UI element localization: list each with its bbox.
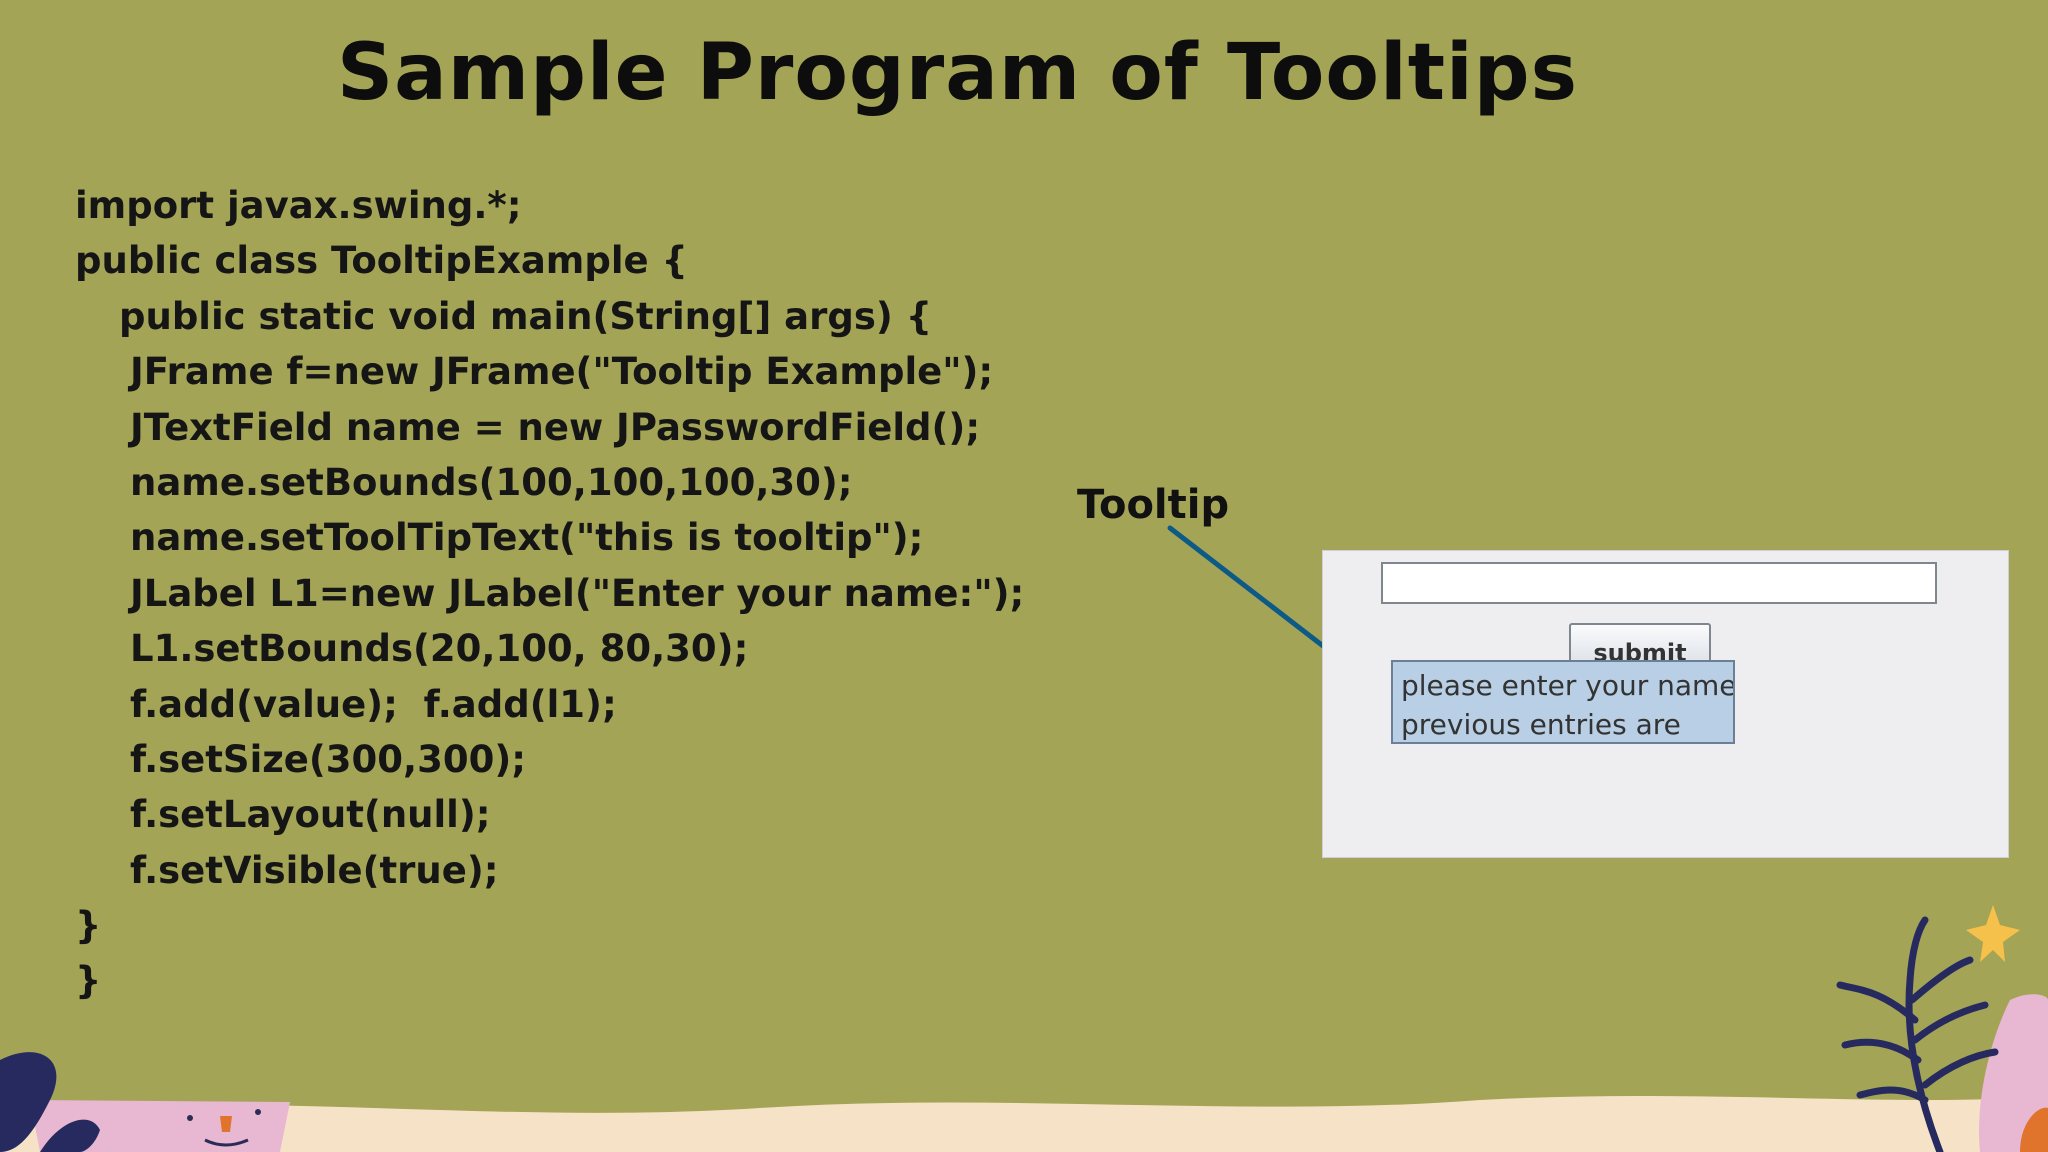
slide-title: Sample Program of Tooltips <box>336 28 1579 118</box>
swing-window-screenshot: submit please enter your name previous e… <box>1322 550 2009 858</box>
code-line: public class TooltipExample { <box>75 239 688 283</box>
code-line: L1.setBounds(20,100, 80,30); <box>130 627 749 671</box>
code-line: } <box>75 959 102 1003</box>
code-line: f.setLayout(null); <box>130 793 491 837</box>
code-line: f.add(value); f.add(l1); <box>130 682 617 726</box>
code-line: } <box>75 904 102 948</box>
tooltip-line: previous entries are <box>1401 708 1681 741</box>
code-line: import javax.swing.*; <box>75 184 522 227</box>
tooltip-callout-label: Tooltip <box>1077 482 1230 528</box>
code-line: name.setBounds(100,100,100,30); <box>130 460 853 504</box>
code-line: JLabel L1=new JLabel("Enter your name:")… <box>130 571 1025 615</box>
code-line: f.setSize(300,300); <box>130 737 527 781</box>
code-line: name.setToolTipText("this is tooltip"); <box>130 516 924 560</box>
code-line: f.setVisible(true); <box>130 848 499 892</box>
tooltip-line: please enter your name <box>1401 669 1735 702</box>
code-line: JTextField name = new JPasswordField(); <box>130 405 981 449</box>
name-text-field[interactable] <box>1381 562 1937 604</box>
code-line: public static void main(String[] args) { <box>119 294 933 338</box>
tooltip-popup: please enter your name previous entries … <box>1391 660 1735 744</box>
code-listing: import javax.swing.*; public class Toolt… <box>75 178 1024 1009</box>
code-line: JFrame f=new JFrame("Tooltip Example"); <box>130 350 994 394</box>
